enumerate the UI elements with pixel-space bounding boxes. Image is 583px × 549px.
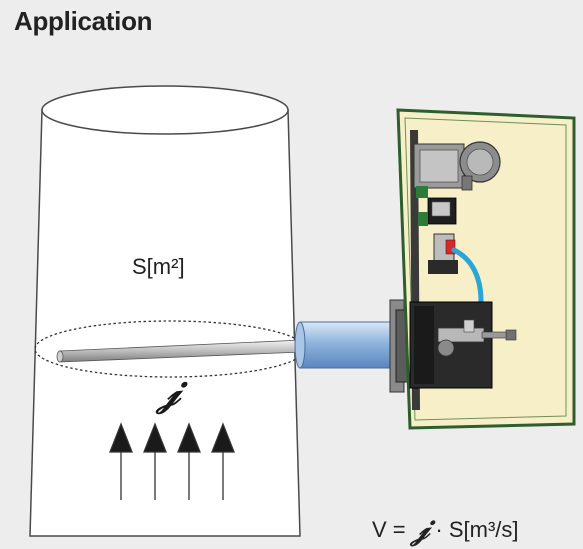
area-label: S[m²] bbox=[132, 254, 185, 279]
red-connector bbox=[445, 239, 456, 255]
flow-arrow-head-2 bbox=[143, 422, 167, 453]
flow-arrows bbox=[109, 422, 235, 500]
formula-lhs: V = bbox=[372, 517, 406, 542]
duct-body bbox=[29, 109, 301, 537]
velocity-symbol: 𝒿 bbox=[158, 369, 180, 414]
transmitter-enclosure bbox=[396, 108, 576, 430]
formula-dot: · bbox=[435, 517, 443, 542]
flow-arrow-head-4 bbox=[211, 422, 235, 453]
flow-arrow-head-1 bbox=[109, 422, 133, 453]
flow-arrow-head-3 bbox=[177, 422, 201, 453]
flow-formula: V = 𝒿 · S[m³/s] bbox=[372, 510, 519, 548]
duct bbox=[29, 85, 306, 537]
probe-tube bbox=[294, 299, 411, 393]
formula-rhs: S[m³/s] bbox=[448, 517, 519, 542]
formula-velocity-symbol: 𝒿 bbox=[411, 510, 430, 546]
section-title: Application bbox=[14, 6, 153, 36]
duct-top-opening bbox=[41, 85, 289, 135]
